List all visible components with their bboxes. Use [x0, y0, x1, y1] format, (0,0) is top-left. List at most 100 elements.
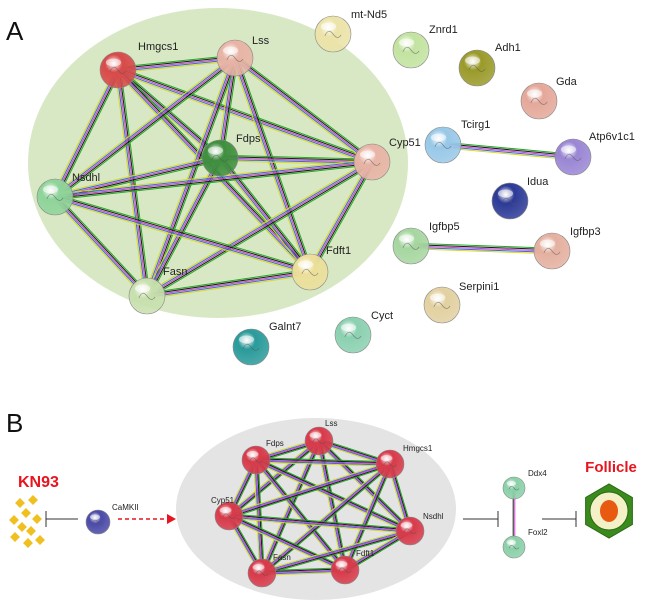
edge-a-lss-cyp51-line — [234, 57, 373, 163]
node-a-mt-nd5-structure-icon — [324, 30, 342, 38]
edge-a-lss-fasn-line — [145, 57, 235, 296]
edge-a-fdps-fdft1-line — [220, 156, 312, 272]
edge-a-hmgcs1-nsdhl-line — [55, 70, 120, 198]
edge-b-cyp51-fdft1-line — [227, 517, 345, 573]
edge-a-cyp51-fasn-line — [147, 162, 373, 298]
node-a-galnt7 — [232, 328, 270, 366]
node-a-adh1 — [458, 49, 496, 87]
node-a-cyp51 — [353, 143, 391, 181]
edge-b-hmgcs1-fasn-line — [261, 463, 391, 574]
kn93-label: KN93 — [18, 474, 59, 491]
edge-a-lss-fdft1-line — [231, 58, 308, 274]
node-b-fasn-label: Fasn — [273, 553, 291, 562]
node-a-cyct-label: Cyct — [371, 310, 393, 322]
node-a-tcirg1-label: Tcirg1 — [461, 119, 490, 131]
kn93-molecules-icon — [9, 495, 45, 548]
edge-a-nsdhl-fdft1-line — [54, 196, 311, 273]
edge-a-fdps-nsdhl-line — [55, 158, 221, 199]
node-a-serpini1 — [423, 286, 461, 324]
edge-a-cyp51-fdft1-line — [307, 160, 370, 271]
panel-b-letter: B — [6, 408, 23, 438]
edge-a-fdps-cyp51-line — [219, 157, 373, 163]
node-a-znrd1-structure-icon — [402, 46, 420, 54]
edge-a-hmgcs1-cyp51-line — [116, 72, 372, 166]
edge-b-hmgcs1-fdft1-line — [346, 464, 393, 572]
node-a-igfbp5-highlight — [398, 234, 415, 243]
node-a-cyp51-label: Cyp51 — [389, 137, 421, 149]
node-a-nsdhl-highlight — [42, 185, 59, 194]
node-b-fdps — [241, 445, 271, 475]
node-a-galnt7-label: Galnt7 — [269, 321, 301, 333]
edge-a-cyp51-fdft1-line — [309, 161, 373, 273]
edge-a-lss-fdft1-line — [237, 56, 314, 272]
edge-b-hmgcs1-cyp51-line — [229, 464, 391, 518]
node-b-hmgcs1 — [375, 449, 405, 479]
edge-b-nsdhl-fasn-line — [261, 528, 410, 572]
activation-arrow-head-icon — [167, 514, 176, 524]
edge-a-cyp51-fasn-line — [146, 161, 373, 297]
edge-a-fdps-cyp51-line — [219, 160, 372, 166]
edge-a-lss-cyp51-line — [235, 56, 374, 162]
edge-b-fdps-fdft1-line — [257, 458, 348, 569]
node-a-mt-nd5-highlight — [320, 22, 337, 31]
node-a-fdft1 — [291, 253, 329, 291]
node-a-fdps — [201, 139, 239, 177]
edge-a-fasn-fdft1-line — [146, 268, 310, 294]
node-b-fdft1-structure-icon — [338, 567, 352, 573]
edge-a-fdps-cyp51-line — [220, 156, 373, 162]
edge-b-nsdhl-fasn-line — [261, 529, 410, 573]
edge-a-lss-nsdhl-line — [53, 56, 235, 197]
edge-b-hmgcs1-fdft1-line — [342, 462, 389, 570]
edge-a-fdps-cyp51-line — [220, 154, 373, 160]
edge-a-igfbp5-igfbp3-line — [410, 245, 553, 252]
kn93-molecule — [17, 522, 27, 532]
node-a-idua-highlight — [497, 189, 514, 198]
edge-b-cyp51-nsdhl-line — [228, 515, 411, 532]
node-a-fdft1-label: Fdft1 — [326, 245, 351, 257]
edge-a-igfbp5-igfbp3-line — [411, 242, 553, 249]
node-a-galnt7-structure-icon — [242, 343, 260, 351]
edge-a-hmgcs1-nsdhl-line — [53, 69, 118, 197]
edge-a-hmgcs1-fasn-line — [116, 70, 147, 297]
node-b-hmgcs1-structure-icon — [383, 461, 397, 467]
edge-b-nsdhl-fasn-line — [262, 532, 411, 576]
kn93-molecule — [9, 515, 19, 525]
edge-a-fdps-fdft1-line — [218, 158, 310, 274]
edge-b-hmgcs1-fasn-line — [260, 462, 390, 573]
camkii-label: CaMKII — [112, 503, 139, 512]
node-a-idua-structure-icon — [501, 197, 519, 205]
edge-a-lss-nsdhl-line — [54, 57, 236, 198]
node-a-hmgcs1-structure-icon — [109, 66, 127, 74]
node-a-igfbp3-label: Igfbp3 — [570, 226, 601, 238]
edge-b-hmgcs1-fdft1-line — [345, 464, 392, 571]
node-a-idua — [491, 182, 529, 220]
edge-a-hmgcs1-nsdhl-line — [54, 69, 119, 198]
edge-a-fasn-fdft1-line — [146, 271, 311, 297]
kn93-molecule — [10, 532, 20, 542]
node-a-atp6v1c1-structure-icon — [564, 153, 582, 161]
node-b-fdps-highlight — [246, 451, 259, 458]
edge-b-fdps-hmgcs1-line — [255, 461, 390, 467]
edge-b-nsdhl-fasn-line — [261, 530, 411, 574]
node-b-cyp51-label: Cyp51 — [211, 496, 235, 505]
edge-a-hmgcs1-nsdhl-line — [52, 68, 116, 196]
node-a-nsdhl-structure-icon — [46, 193, 64, 201]
node-ddx4 — [502, 476, 526, 500]
node-b-fdft1-label: Fdft1 — [356, 549, 375, 558]
panel-a-letter: A — [6, 16, 24, 46]
node-a-fdps-structure-icon — [211, 154, 229, 162]
node-a-igfbp5 — [392, 227, 430, 265]
node-b-fasn — [247, 558, 277, 588]
node-b-cyp51 — [214, 501, 244, 531]
edge-a-fdps-fasn-line — [144, 156, 218, 295]
edge-b-cyp51-fdft1-line — [228, 515, 346, 571]
node-a-lss-label: Lss — [252, 35, 270, 47]
kn93-molecule — [21, 508, 31, 518]
node-b-lss-structure-icon — [312, 438, 326, 444]
edge-a-tcirg1-atp6v1c1-line — [443, 143, 574, 157]
edge-a-hmgcs1-cyp51-line — [118, 68, 373, 162]
edge-a-hmgcs1-fdps-line — [119, 67, 223, 157]
